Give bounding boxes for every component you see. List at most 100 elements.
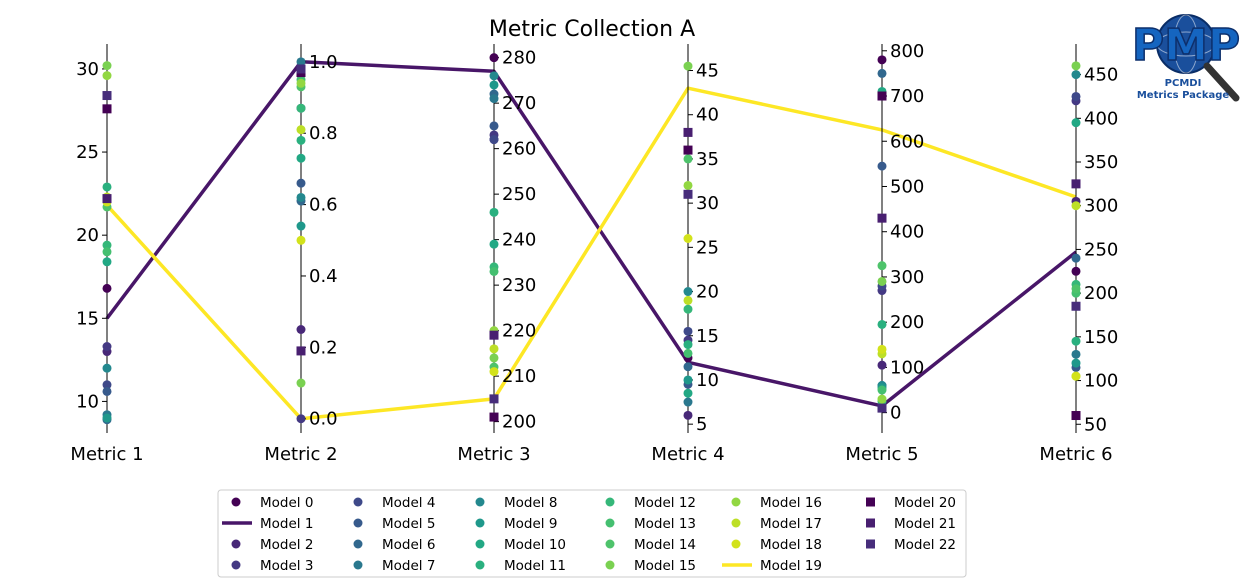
legend-swatch [731, 539, 741, 549]
data-point-model-20 [102, 104, 112, 114]
logo-line1: PCMDI [1165, 78, 1202, 89]
tick-label: 0.6 [309, 195, 338, 216]
legend-label: Model 15 [634, 558, 696, 574]
chart-title: Metric Collection A [489, 17, 695, 42]
legend-label: Model 17 [760, 516, 822, 532]
legend-swatch [475, 518, 485, 528]
legend-swatch [475, 497, 485, 507]
data-point-model-22 [102, 91, 112, 101]
data-point-model-11 [877, 319, 887, 329]
tick-label: 280 [502, 48, 536, 69]
data-point-model-3 [102, 342, 112, 352]
data-point-model-22 [683, 189, 693, 199]
globe-longitude [1173, 14, 1199, 74]
tick-label: 250 [502, 184, 536, 205]
legend-label: Model 5 [382, 516, 435, 532]
tick-label: 250 [1084, 239, 1118, 260]
data-point-model-15 [683, 61, 693, 71]
data-point-model-7 [296, 57, 306, 67]
data-point-model-4 [489, 135, 499, 145]
data-point-model-14 [877, 261, 887, 271]
legend-label: Model 2 [260, 537, 313, 553]
data-point-model-4 [1071, 91, 1081, 101]
axis-label-4: Metric 4 [651, 444, 724, 465]
data-point-model-6 [683, 362, 693, 372]
tick-label: 0.8 [309, 123, 338, 144]
legend-label: Model 14 [634, 537, 696, 553]
data-point-model-9 [683, 375, 693, 385]
legend-box [217, 489, 967, 578]
data-point-model-15 [877, 276, 887, 286]
data-point-model-16 [683, 180, 693, 190]
tick-label: 400 [890, 222, 924, 243]
tick-label: 0 [890, 403, 901, 424]
data-point-model-8 [489, 71, 499, 81]
data-point-model-18 [489, 367, 499, 377]
data-point-model-18 [877, 344, 887, 354]
legend-swatch [353, 560, 363, 570]
data-point-model-15 [102, 61, 112, 71]
tick-label: 200 [1084, 283, 1118, 304]
tick-label: 15 [76, 308, 99, 329]
tick-label: 15 [696, 326, 719, 347]
legend-label: Model 3 [260, 558, 313, 574]
data-point-model-0 [102, 283, 112, 293]
legend-swatch [475, 539, 485, 549]
legend-swatch [353, 518, 363, 528]
data-point-model-17 [1071, 201, 1081, 211]
data-point-model-21 [877, 213, 887, 223]
series-lines [105, 60, 1078, 421]
legend-swatch [731, 497, 741, 507]
legend-label: Model 16 [760, 495, 822, 511]
data-point-model-2 [296, 325, 306, 335]
legend-label: Model 22 [894, 537, 956, 553]
legend-label: Model 8 [504, 495, 557, 511]
legend-label: Model 11 [504, 558, 566, 574]
legend-swatch [605, 560, 615, 570]
data-point-model-8 [296, 192, 306, 202]
data-point-model-10 [1071, 118, 1081, 128]
series-line-model-1 [105, 60, 1078, 408]
axis-label-6: Metric 6 [1039, 444, 1112, 465]
legend-label: Model 7 [382, 558, 435, 574]
legend-label: Model 4 [382, 495, 435, 511]
legend-swatch [353, 497, 363, 507]
tick-label: 45 [696, 61, 719, 82]
data-point-model-20 [1071, 411, 1081, 421]
data-point-model-0 [877, 55, 887, 65]
data-point-model-16 [296, 78, 306, 88]
tick-label: 10 [76, 391, 99, 412]
tick-label: 100 [890, 357, 924, 378]
data-point-model-18 [296, 235, 306, 245]
tick-label: 0.0 [309, 409, 338, 430]
data-point-model-7 [683, 397, 693, 407]
data-point-model-21 [1071, 179, 1081, 189]
axis-label-2: Metric 2 [264, 444, 337, 465]
series-line-model-19 [105, 86, 1077, 421]
data-point-model-13 [877, 385, 887, 395]
data-point-model-21 [489, 330, 499, 340]
legend-label: Model 1 [260, 516, 313, 532]
data-point-model-2 [877, 360, 887, 370]
data-point-model-4 [683, 326, 693, 336]
tick-label: 25 [696, 237, 719, 258]
data-point-model-7 [1071, 349, 1081, 359]
data-point-model-5 [489, 121, 499, 131]
globe-latitude [1156, 31, 1216, 57]
data-point-model-21 [102, 194, 112, 204]
legend-label: Model 21 [894, 516, 956, 532]
legend-swatch [605, 539, 615, 549]
tick-label: 230 [502, 275, 536, 296]
data-point-model-6 [1071, 253, 1081, 263]
tick-label: 20 [696, 282, 719, 303]
data-point-model-5 [296, 178, 306, 188]
legend-swatch [866, 539, 875, 549]
tick-label: 5 [696, 414, 707, 435]
data-point-model-14 [1071, 284, 1081, 294]
data-point-model-2 [683, 410, 693, 420]
tick-label: 400 [1084, 108, 1118, 129]
axis-label-3: Metric 3 [457, 444, 530, 465]
data-point-model-22 [296, 64, 306, 74]
data-point-model-3 [296, 414, 306, 424]
